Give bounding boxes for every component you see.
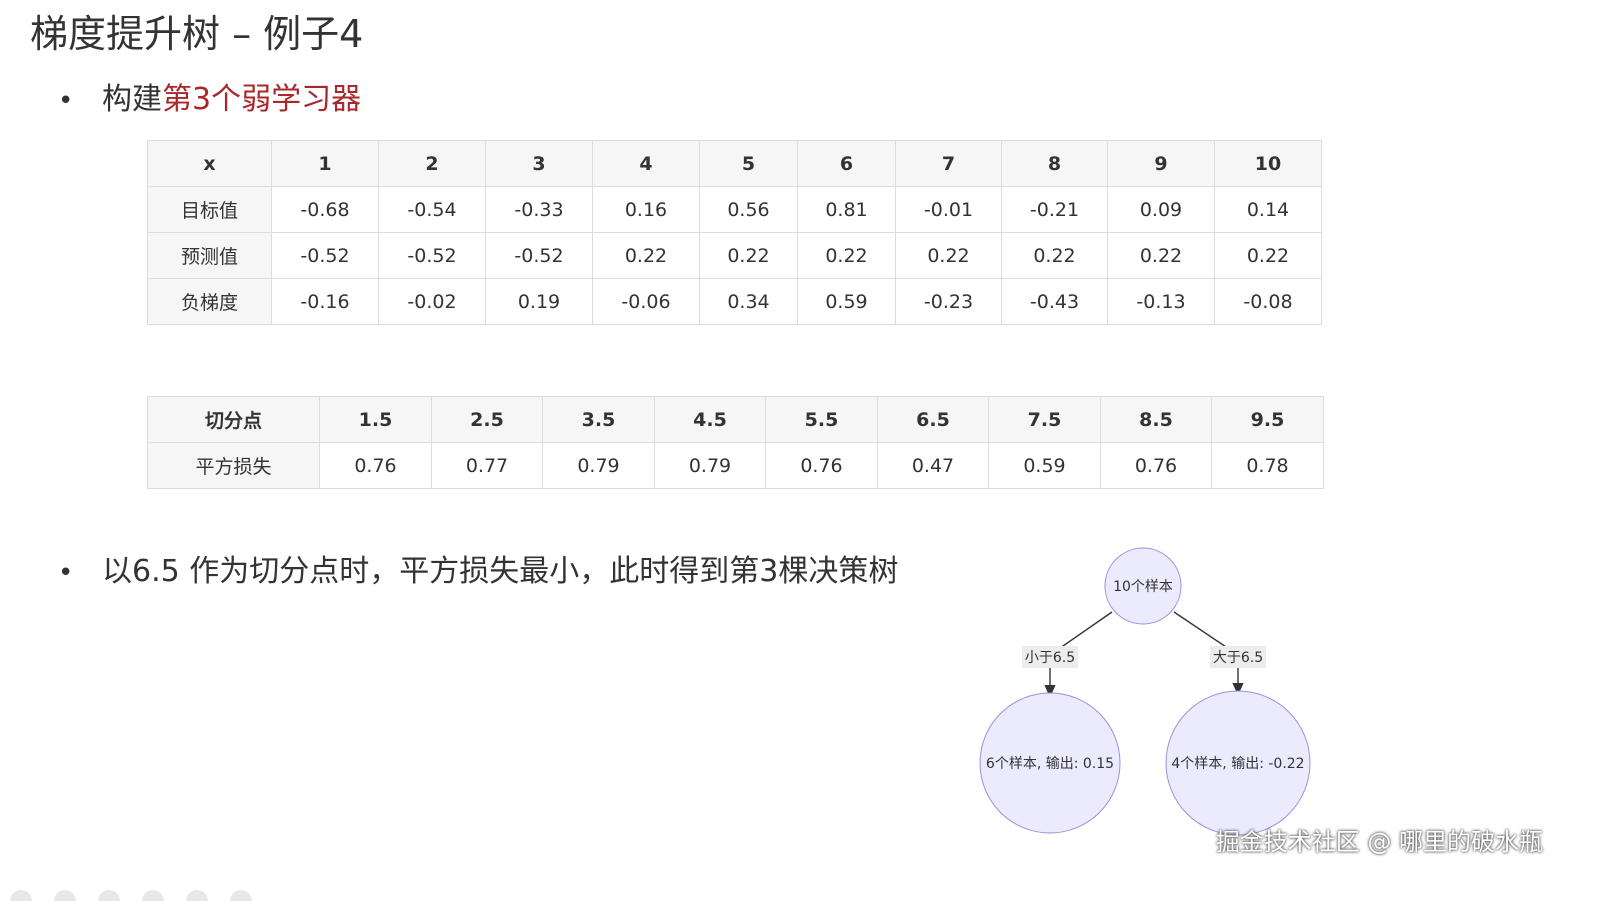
column-header: 1 <box>271 140 379 187</box>
column-header: 10 <box>1214 140 1322 187</box>
bullet-prefix: 构建 <box>102 82 162 117</box>
slide-title: 梯度提升树 – 例子4 <box>30 12 364 56</box>
progress-dot <box>54 890 76 901</box>
bullet-dot: • <box>58 86 74 116</box>
column-header: 切分点 <box>147 396 320 443</box>
bullet-conclusion: • 以6.5 作为切分点时，平方损失最小，此时得到第3棵决策树 <box>58 552 898 593</box>
bullet-dot: • <box>58 558 74 588</box>
column-header: 6 <box>797 140 896 187</box>
table-cell: 0.34 <box>699 278 798 325</box>
watermark: 掘金技术社区 @ 哪里的破水瓶 <box>1215 828 1543 856</box>
column-header: 5.5 <box>765 396 878 443</box>
table-cell: -0.68 <box>271 186 379 233</box>
table-cell: 0.22 <box>699 232 798 279</box>
root-node-label: 10个样本 <box>1113 579 1173 595</box>
left-leaf-label: 6个样本, 输出: 0.15 <box>986 756 1114 772</box>
slide-progress-dots <box>10 890 274 901</box>
table-cell: 0.76 <box>765 442 878 489</box>
column-header: 7 <box>895 140 1002 187</box>
table-cell: -0.52 <box>485 232 593 279</box>
column-header: 7.5 <box>988 396 1101 443</box>
progress-dot <box>10 890 32 901</box>
table-cell: 0.77 <box>431 442 543 489</box>
table-cell: 0.81 <box>797 186 896 233</box>
table-cell: -0.08 <box>1214 278 1322 325</box>
table-cell: 0.22 <box>1107 232 1215 279</box>
column-header: 8 <box>1001 140 1108 187</box>
table-cell: -0.33 <box>485 186 593 233</box>
column-header: 2 <box>378 140 486 187</box>
table-cell: -0.23 <box>895 278 1002 325</box>
table-cell: 0.22 <box>895 232 1002 279</box>
table-cell: 0.22 <box>592 232 700 279</box>
table-cell: 0.79 <box>542 442 655 489</box>
root-node <box>1104 547 1182 625</box>
table-cell: 0.59 <box>797 278 896 325</box>
table-cell: 0.56 <box>699 186 798 233</box>
table-cell: -0.02 <box>378 278 486 325</box>
table-cell: 0.79 <box>654 442 766 489</box>
column-header: 2.5 <box>431 396 543 443</box>
table-cell: -0.43 <box>1001 278 1108 325</box>
table-cell: -0.52 <box>378 232 486 279</box>
table-cell: 0.78 <box>1211 442 1324 489</box>
row-label: 目标值 <box>147 186 272 233</box>
right-leaf-node <box>1165 690 1311 836</box>
edge-label-left: 小于6.5 <box>1025 650 1075 666</box>
row-label: 预测值 <box>147 232 272 279</box>
table-cell: 0.76 <box>1100 442 1212 489</box>
row-label: 平方损失 <box>147 442 320 489</box>
column-header: 5 <box>699 140 798 187</box>
table-cell: -0.16 <box>271 278 379 325</box>
column-header: 9.5 <box>1211 396 1324 443</box>
table-cell: 0.22 <box>797 232 896 279</box>
row-label: 负梯度 <box>147 278 272 325</box>
table-cell: 0.59 <box>988 442 1101 489</box>
column-header: 6.5 <box>877 396 989 443</box>
progress-dot <box>142 890 164 901</box>
column-header: x <box>147 140 272 187</box>
edge-label-right-bg <box>1210 646 1266 668</box>
table-cell: -0.06 <box>592 278 700 325</box>
column-header: 1.5 <box>319 396 432 443</box>
progress-dot <box>98 890 120 901</box>
table-cell: -0.13 <box>1107 278 1215 325</box>
column-header: 8.5 <box>1100 396 1212 443</box>
edge-label-right: 大于6.5 <box>1213 650 1263 666</box>
conclusion-text: 以6.5 作为切分点时，平方损失最小，此时得到第3棵决策树 <box>102 554 899 589</box>
bullet-highlight: 第3个弱学习器 <box>162 82 362 117</box>
edge-label-left-bg <box>1022 646 1078 668</box>
column-header: 3.5 <box>542 396 655 443</box>
column-header: 4.5 <box>654 396 766 443</box>
right-leaf-label: 4个样本, 输出: -0.22 <box>1171 756 1304 772</box>
table-cell: 0.22 <box>1214 232 1322 279</box>
table-cell: 0.14 <box>1214 186 1322 233</box>
table-cell: -0.54 <box>378 186 486 233</box>
column-header: 9 <box>1107 140 1215 187</box>
left-leaf-node <box>979 692 1121 834</box>
table-cell: -0.21 <box>1001 186 1108 233</box>
table-cell: 0.09 <box>1107 186 1215 233</box>
table-cell: -0.01 <box>895 186 1002 233</box>
progress-dot <box>230 890 252 901</box>
table-cell: 0.47 <box>877 442 989 489</box>
table-cell: 0.76 <box>319 442 432 489</box>
table-cell: 0.19 <box>485 278 593 325</box>
column-header: 4 <box>592 140 700 187</box>
table-cell: 0.22 <box>1001 232 1108 279</box>
bullet-build-learner: • 构建第3个弱学习器 <box>58 80 361 121</box>
column-header: 3 <box>485 140 593 187</box>
decision-tree-diagram: 小于6.5 大于6.5 10个样本 6个样本, 输出: 0.15 4个样本, 输… <box>979 547 1311 836</box>
table-cell: 0.16 <box>592 186 700 233</box>
table-cell: -0.52 <box>271 232 379 279</box>
progress-dot <box>186 890 208 901</box>
